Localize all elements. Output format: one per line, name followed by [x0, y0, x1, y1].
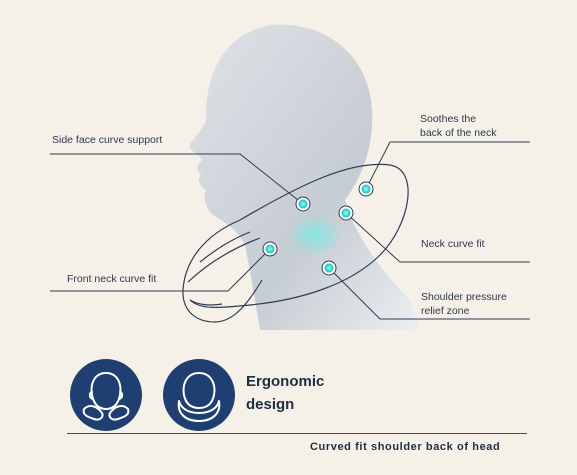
- head-silhouette: [189, 24, 420, 331]
- head-with-pillow-back-icon: [163, 359, 235, 431]
- head-with-pillow-front-icon: [70, 359, 142, 431]
- pillow-outline: [182, 163, 409, 323]
- label-shoulder-pressure-relief: Shoulder pressure relief zone: [421, 291, 507, 317]
- ergonomic-design-title: Ergonomic design: [246, 373, 325, 413]
- label-soothes-back-of-neck: Soothes the back of the neck: [420, 113, 497, 139]
- divider-line: [67, 433, 527, 434]
- label-front-neck-curve-fit: Front neck curve fit: [67, 273, 157, 285]
- label-neck-curve-fit: Neck curve fit: [421, 238, 485, 250]
- neck-glow: [287, 213, 343, 257]
- hotspots: [262, 181, 374, 276]
- caption: Curved fit shoulder back of head: [310, 441, 501, 453]
- leader-lines: [50, 141, 530, 320]
- label-side-face-curve-support: Side face curve support: [52, 134, 163, 146]
